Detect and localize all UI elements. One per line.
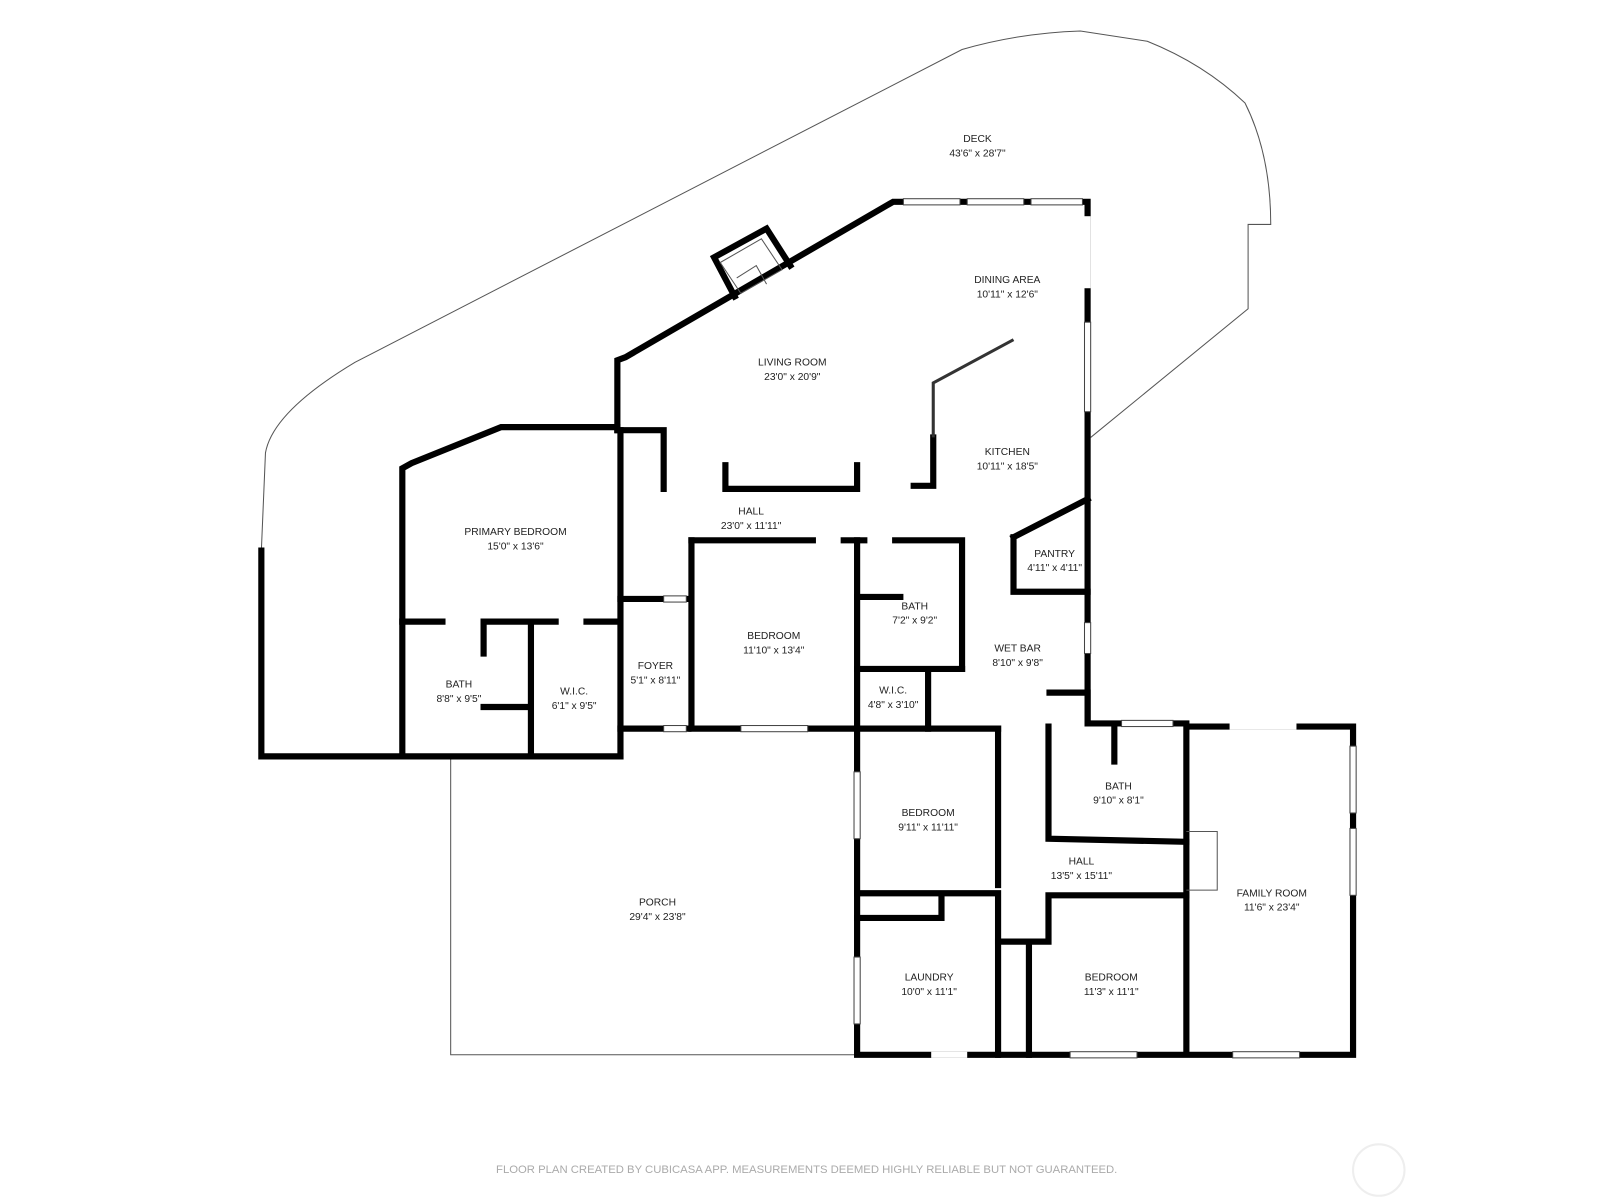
svg-text:LIVING ROOM: LIVING ROOM bbox=[758, 357, 826, 368]
room-hall: HALL 23'0" x 11'11" bbox=[721, 507, 782, 532]
svg-text:BATH: BATH bbox=[901, 601, 928, 612]
walls bbox=[258, 198, 1357, 1058]
svg-text:HALL: HALL bbox=[1069, 856, 1095, 867]
svg-text:FAMILY ROOM: FAMILY ROOM bbox=[1237, 888, 1307, 899]
room-primary-wic: W.I.C. 6'1" x 9'5" bbox=[552, 687, 597, 712]
svg-text:W.I.C.: W.I.C. bbox=[879, 686, 907, 697]
windows bbox=[663, 198, 1357, 1059]
svg-text:KITCHEN: KITCHEN bbox=[985, 447, 1030, 458]
room-bath-3: BATH 9'10" x 8'1" bbox=[1093, 781, 1144, 806]
svg-text:BATH: BATH bbox=[1105, 781, 1132, 792]
room-laundry: LAUNDRY 10'0" x 11'1" bbox=[901, 973, 957, 998]
svg-text:HALL: HALL bbox=[738, 507, 764, 518]
room-kitchen: KITCHEN 10'11" x 18'5" bbox=[977, 447, 1039, 472]
svg-text:23'0" x 11'11": 23'0" x 11'11" bbox=[721, 521, 782, 532]
room-living-room: LIVING ROOM 23'0" x 20'9" bbox=[758, 357, 826, 382]
svg-text:DINING AREA: DINING AREA bbox=[974, 275, 1040, 286]
svg-text:4'8" x 3'10": 4'8" x 3'10" bbox=[868, 700, 919, 711]
room-hall-2: HALL 13'5" x 15'11" bbox=[1051, 856, 1113, 881]
svg-text:5'1" x 8'11": 5'1" x 8'11" bbox=[631, 675, 681, 686]
room-wet-bar: WET BAR 8'10" x 9'8" bbox=[992, 643, 1043, 668]
room-primary-bath: BATH 8'8" x 9'5" bbox=[436, 679, 481, 704]
room-family-room: FAMILY ROOM 11'6" x 23'4" bbox=[1237, 888, 1307, 913]
svg-text:10'0" x 11'1": 10'0" x 11'1" bbox=[901, 987, 957, 998]
svg-text:7'2" x 9'2": 7'2" x 9'2" bbox=[892, 616, 937, 627]
room-labels: DECK 43'6" x 28'7" DINING AREA 10'11" x 12… bbox=[436, 134, 1306, 998]
room-pantry: PANTRY 4'11" x 4'11" bbox=[1027, 549, 1082, 574]
room-primary-bedroom: PRIMARY BEDROOM 15'0" x 13'6" bbox=[464, 527, 566, 552]
svg-text:8'8" x 9'5": 8'8" x 9'5" bbox=[436, 694, 481, 705]
svg-text:LAUNDRY: LAUNDRY bbox=[905, 973, 954, 984]
svg-text:4'11" x 4'11": 4'11" x 4'11" bbox=[1027, 563, 1082, 574]
room-bedroom-3: BEDROOM 11'3" x 11'1" bbox=[1084, 973, 1139, 998]
svg-text:9'11" x 11'11": 9'11" x 11'11" bbox=[898, 822, 958, 833]
svg-text:PORCH: PORCH bbox=[639, 898, 676, 909]
disclaimer-footer: FLOOR PLAN CREATED BY CUBICASA APP. MEAS… bbox=[496, 1164, 1117, 1176]
room-deck: DECK 43'6" x 28'7" bbox=[949, 134, 1006, 159]
room-bedroom-1: BEDROOM 11'10" x 13'4" bbox=[743, 631, 805, 656]
cubicasa-logo-icon bbox=[1352, 1143, 1406, 1197]
svg-text:11'6" x 23'4": 11'6" x 23'4" bbox=[1244, 903, 1300, 914]
svg-text:PRIMARY BEDROOM: PRIMARY BEDROOM bbox=[464, 527, 566, 538]
svg-text:8'10" x 9'8": 8'10" x 9'8" bbox=[992, 658, 1043, 669]
room-wic-2: W.I.C. 4'8" x 3'10" bbox=[868, 686, 919, 711]
svg-text:BEDROOM: BEDROOM bbox=[1085, 973, 1138, 984]
room-porch: PORCH 29'4" x 23'8" bbox=[629, 898, 686, 923]
svg-text:11'10" x 13'4": 11'10" x 13'4" bbox=[743, 646, 805, 657]
svg-text:10'11" x 12'6": 10'11" x 12'6" bbox=[977, 289, 1039, 300]
svg-text:10'11" x 18'5": 10'11" x 18'5" bbox=[977, 461, 1039, 472]
room-bath-2: BATH 7'2" x 9'2" bbox=[892, 601, 937, 626]
deck-outline bbox=[260, 30, 1272, 551]
svg-text:BATH: BATH bbox=[446, 679, 473, 690]
svg-text:13'5" x 15'11": 13'5" x 15'11" bbox=[1051, 871, 1113, 882]
svg-text:W.I.C.: W.I.C. bbox=[560, 687, 588, 698]
svg-text:23'0" x 20'9": 23'0" x 20'9" bbox=[764, 372, 821, 383]
svg-text:FOYER: FOYER bbox=[638, 661, 673, 672]
svg-text:DECK: DECK bbox=[963, 134, 992, 145]
svg-text:6'1" x 9'5": 6'1" x 9'5" bbox=[552, 701, 597, 712]
room-foyer: FOYER 5'1" x 8'11" bbox=[631, 661, 681, 686]
svg-text:PANTRY: PANTRY bbox=[1034, 549, 1075, 560]
svg-text:15'0" x 13'6": 15'0" x 13'6" bbox=[487, 542, 544, 553]
svg-text:29'4" x 23'8": 29'4" x 23'8" bbox=[629, 912, 686, 923]
svg-text:BEDROOM: BEDROOM bbox=[902, 808, 955, 819]
svg-text:BEDROOM: BEDROOM bbox=[747, 631, 800, 642]
svg-text:9'10" x 8'1": 9'10" x 8'1" bbox=[1093, 796, 1144, 807]
svg-text:WET BAR: WET BAR bbox=[994, 643, 1041, 654]
svg-text:43'6" x 28'7": 43'6" x 28'7" bbox=[949, 149, 1006, 160]
svg-text:11'3" x 11'1": 11'3" x 11'1" bbox=[1084, 987, 1139, 998]
porch-outline bbox=[450, 758, 855, 1056]
room-bedroom-2: BEDROOM 9'11" x 11'11" bbox=[898, 808, 958, 833]
room-dining-area: DINING AREA 10'11" x 12'6" bbox=[974, 275, 1040, 300]
